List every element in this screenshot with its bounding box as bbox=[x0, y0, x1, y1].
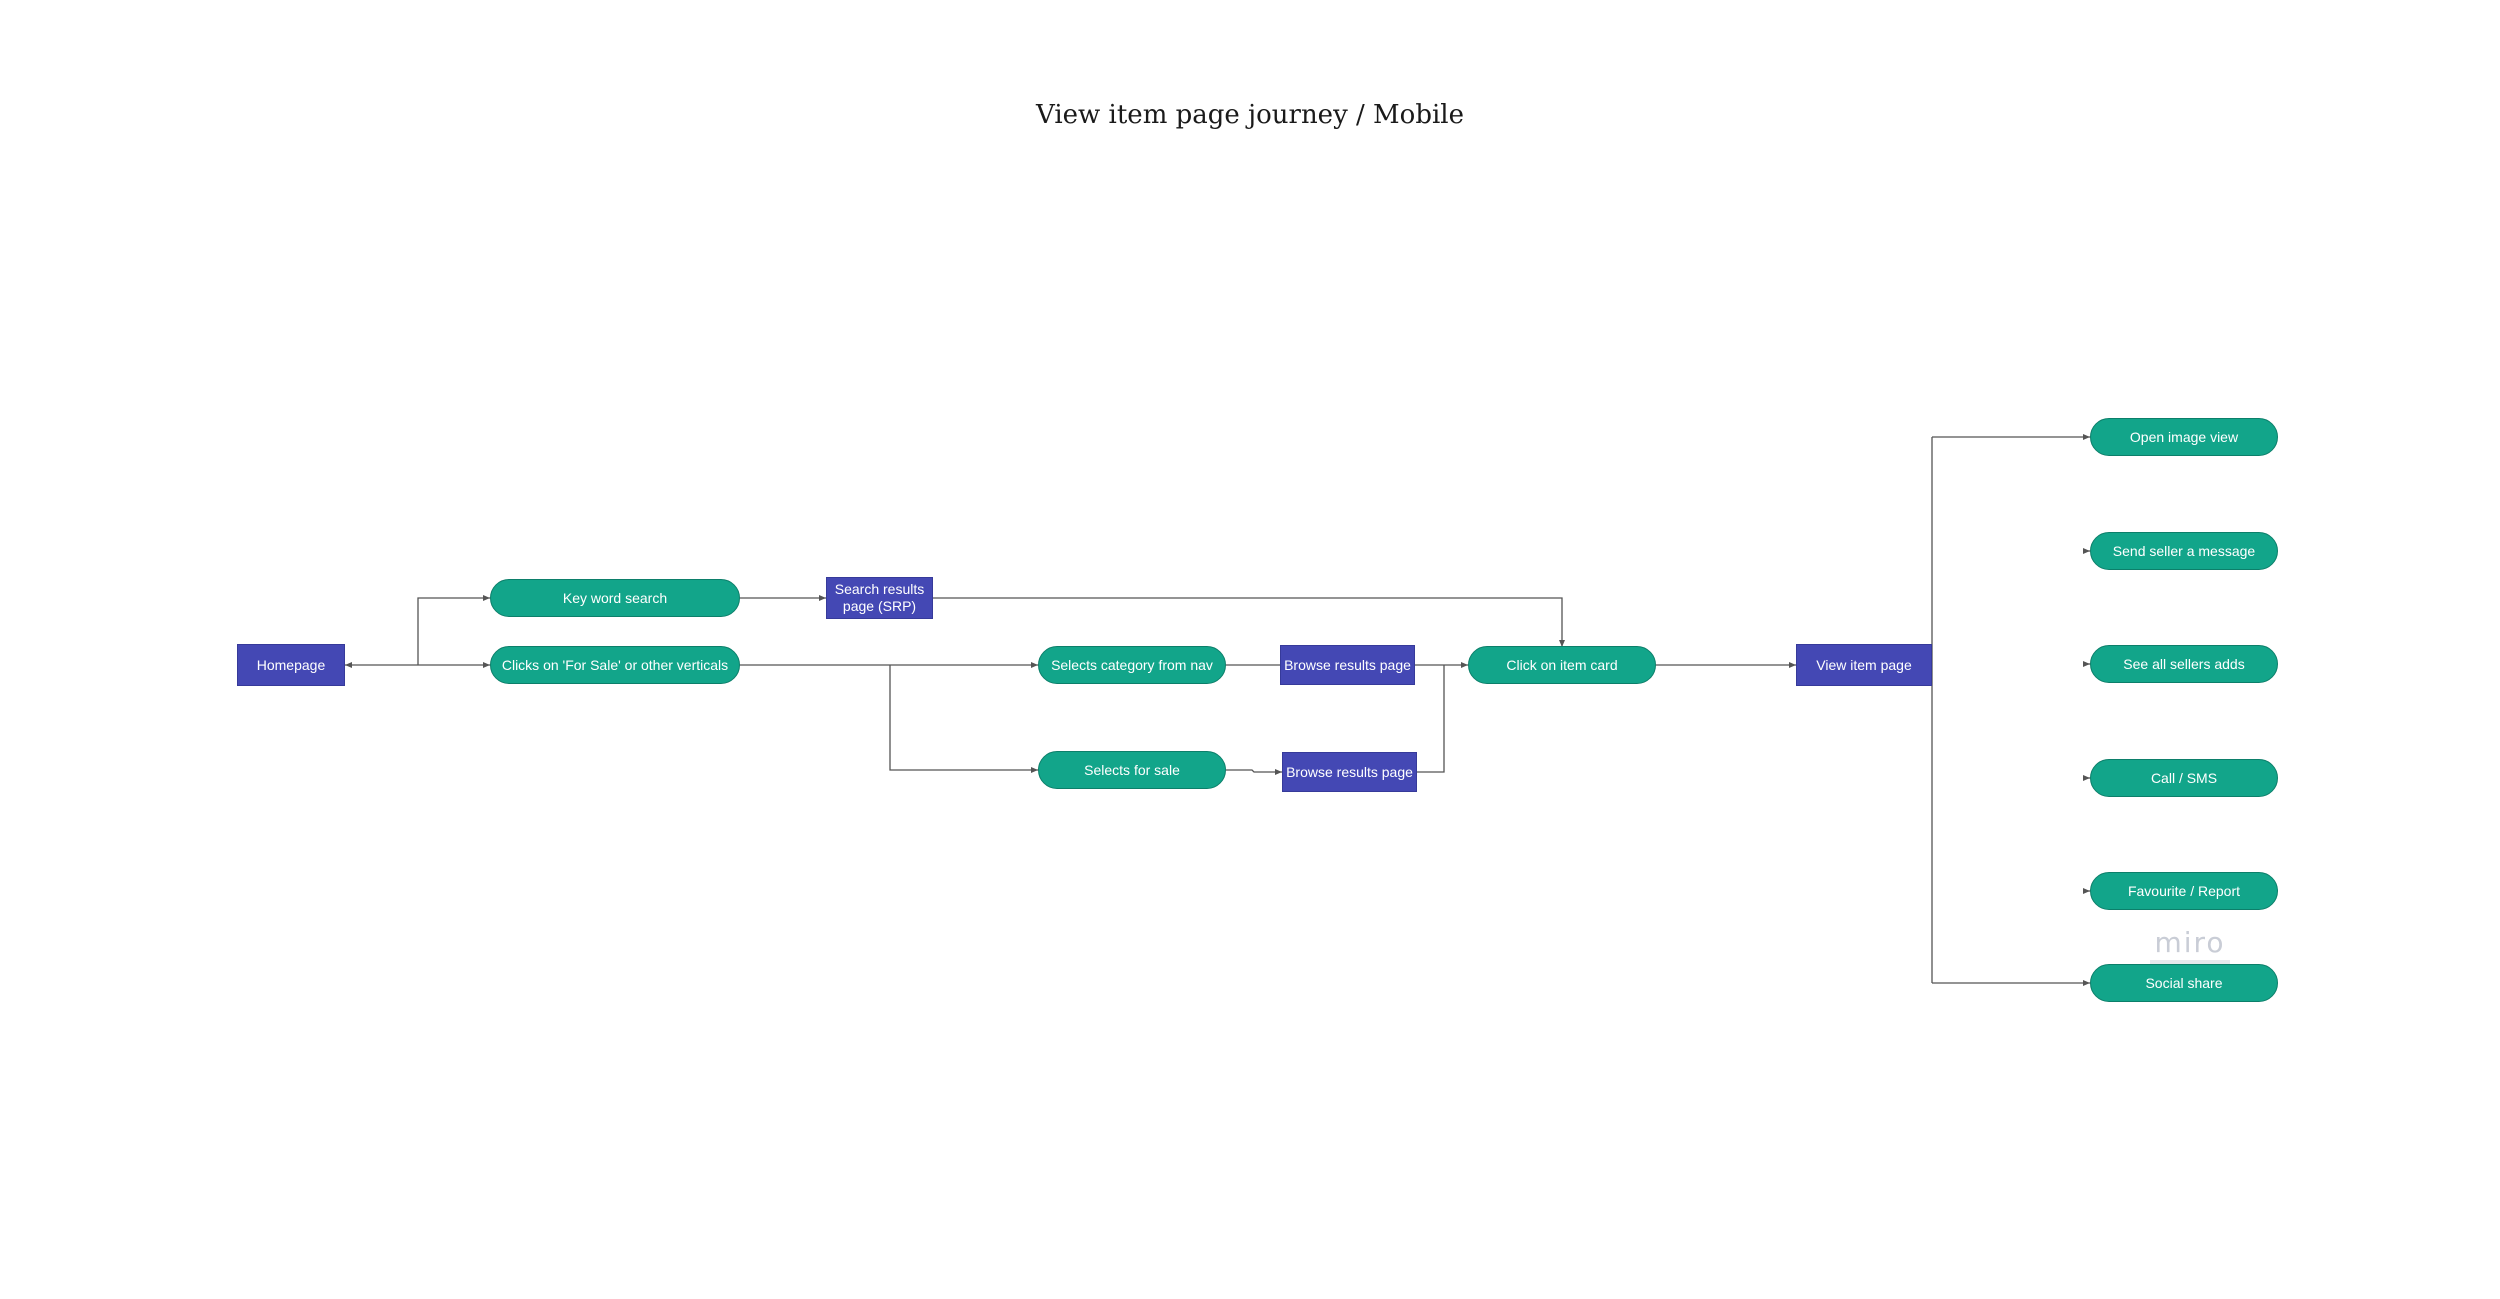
node-see-all-sellers-adds[interactable]: See all sellers adds bbox=[2090, 645, 2278, 683]
node-browse-results-page-2[interactable]: Browse results page bbox=[1282, 752, 1417, 792]
node-send-seller-message[interactable]: Send seller a message bbox=[2090, 532, 2278, 570]
node-homepage[interactable]: Homepage bbox=[237, 644, 345, 686]
edge-for-sale-to-browse-2 bbox=[1226, 769, 1282, 775]
node-search-results-page[interactable]: Search results page (SRP) bbox=[826, 577, 933, 619]
edge-clicks-to-selects-for-sale bbox=[889, 665, 1038, 773]
node-keyword-search[interactable]: Key word search bbox=[490, 579, 740, 617]
node-view-item-page[interactable]: View item page bbox=[1796, 644, 1932, 686]
edge-browse-2-to-item-card bbox=[1417, 665, 1445, 773]
node-open-image-view[interactable]: Open image view bbox=[2090, 418, 2278, 456]
node-selects-for-sale[interactable]: Selects for sale bbox=[1038, 751, 1226, 789]
node-browse-results-page-1[interactable]: Browse results page bbox=[1280, 645, 1415, 685]
node-social-share[interactable]: Social share bbox=[2090, 964, 2278, 1002]
node-favourite-report[interactable]: Favourite / Report bbox=[2090, 872, 2278, 910]
edge-srp-to-item-card bbox=[933, 597, 1565, 647]
node-selects-category[interactable]: Selects category from nav bbox=[1038, 646, 1226, 684]
node-clicks-for-sale[interactable]: Clicks on 'For Sale' or other verticals bbox=[490, 646, 740, 684]
node-click-item-card[interactable]: Click on item card bbox=[1468, 646, 1656, 684]
watermark-underline bbox=[2150, 960, 2230, 964]
miro-watermark: miro bbox=[2154, 926, 2226, 959]
node-call-sms[interactable]: Call / SMS bbox=[2090, 759, 2278, 797]
edge-to-keyword-search bbox=[417, 595, 490, 665]
diagram-title: View item page journey / Mobile bbox=[1036, 100, 1464, 130]
